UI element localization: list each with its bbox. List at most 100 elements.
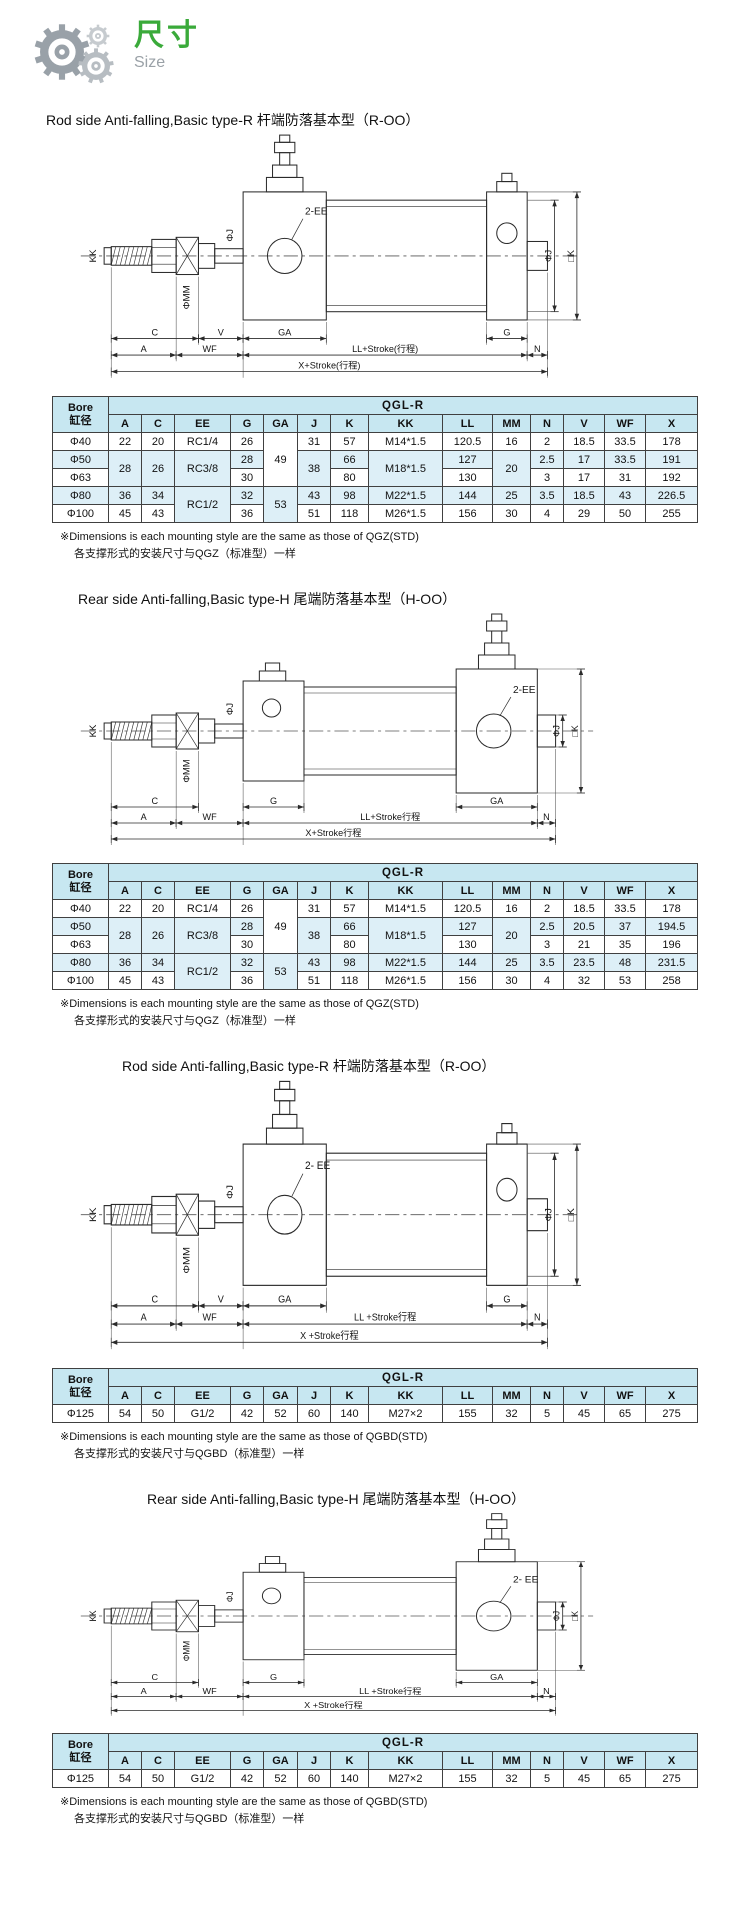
- table-cell: 18.5: [563, 486, 605, 505]
- table-cell: 26: [141, 450, 175, 487]
- table-header-cell: WF: [604, 1386, 646, 1406]
- table-cell: 32: [230, 953, 264, 973]
- table-cell: 66: [330, 450, 369, 469]
- table-cell: RC3/8: [174, 450, 231, 487]
- dim-label: X+Stroke行程: [305, 827, 361, 838]
- table-cell: M18*1.5: [368, 450, 443, 487]
- dim-label: A: [141, 812, 148, 822]
- table-cell: 196: [644, 935, 699, 955]
- table-header-cell: KK: [368, 1386, 443, 1406]
- note-line-cn: 各支撑形式的安装尺寸与QGBD（标准型）一样: [74, 1448, 305, 1461]
- note-line-en: ※Dimensions is each mounting style are t…: [60, 531, 419, 543]
- dim-label: LL +Stroke行程: [359, 1687, 422, 1696]
- table-cell: 30: [230, 935, 264, 955]
- table-cell: 16: [492, 899, 531, 919]
- table-cell: 255: [644, 504, 699, 523]
- table-cell: 60: [297, 1769, 331, 1789]
- table-cell: 144: [442, 486, 493, 505]
- table-cell: 192: [644, 468, 699, 487]
- table-cell: 52: [263, 1769, 298, 1789]
- dim-label: A: [141, 344, 148, 354]
- bore-cell: Φ63: [52, 468, 109, 487]
- table-cell: M26*1.5: [368, 971, 443, 991]
- table-cell: 275: [644, 1769, 699, 1789]
- dim-label: V: [218, 327, 225, 337]
- table-cell: 65: [604, 1404, 646, 1424]
- table-cell: 5: [530, 1769, 564, 1789]
- port-label-2ee: 2- EE: [513, 1576, 538, 1586]
- table-cell: 130: [442, 935, 493, 955]
- table-header-cell: G: [230, 1751, 264, 1771]
- table-cell: 51: [297, 504, 331, 523]
- table-cell: 120.5: [442, 899, 493, 919]
- table-header-cell: WF: [604, 1751, 646, 1771]
- note-line-en: ※Dimensions is each mounting style are t…: [60, 1796, 428, 1809]
- bore-cell: Φ125: [52, 1404, 109, 1424]
- dim-label: LL +Stroke行程: [354, 1310, 416, 1324]
- dim-label: C: [152, 796, 159, 806]
- table-header-cell: K: [330, 414, 369, 433]
- table-cell: 53: [604, 971, 646, 991]
- table-cell: 80: [330, 935, 369, 955]
- bore-cell: Φ50: [52, 917, 109, 937]
- port-label-2ee: 2- EE: [305, 1160, 330, 1173]
- table-cell: 32: [492, 1404, 531, 1424]
- table-cell: 28: [230, 917, 264, 937]
- bore-cell: Φ100: [52, 504, 109, 523]
- bore-cell: Φ100: [52, 971, 109, 991]
- rod-label-j: ΦJ: [224, 1592, 235, 1603]
- table-cell: 2: [530, 899, 564, 919]
- note-line-cn: 各支撑形式的安装尺寸与QGZ（标准型）一样: [74, 1015, 296, 1028]
- rod-thread-label-kk: KK: [87, 1611, 98, 1622]
- rod-label-j: ΦJ: [225, 1185, 235, 1199]
- section-rod-side-r-125: Rod side Anti-falling,Basic type-R 杆端防落基…: [0, 1056, 750, 1463]
- table-header-cell: G: [230, 414, 264, 433]
- table-cell: 65: [604, 1769, 646, 1789]
- collar-label-mm: ΦMM: [181, 759, 192, 782]
- dim-label: LL+Stroke行程: [360, 811, 420, 822]
- table-header-cell: KK: [368, 1751, 443, 1771]
- table-header-cell: EE: [174, 1751, 231, 1771]
- table-cell: 36: [230, 971, 264, 991]
- table-cell: 155: [442, 1404, 493, 1424]
- table-cell: 53: [263, 486, 298, 523]
- table-cell: 45: [563, 1404, 605, 1424]
- table-cell: 127: [442, 917, 493, 937]
- dim-label: GA: [278, 327, 292, 337]
- table-cell: 20: [141, 432, 175, 451]
- table-cell: 20: [141, 899, 175, 919]
- table-cell: 140: [330, 1404, 369, 1424]
- table-cell: 52: [263, 1404, 298, 1424]
- table-header-cell: J: [297, 414, 331, 433]
- dim-label: GA: [278, 1294, 292, 1306]
- table-cell: 191: [644, 450, 699, 469]
- table-cell: 98: [330, 486, 369, 505]
- table-cell: 36: [108, 486, 142, 505]
- table-cell: 156: [442, 504, 493, 523]
- table-cell: 3: [530, 468, 564, 487]
- table-cell: 118: [330, 504, 369, 523]
- table-cell: 275: [644, 1404, 699, 1424]
- table-cell: 98: [330, 953, 369, 973]
- table-cell: 32: [563, 971, 605, 991]
- table-cell: 28: [108, 917, 142, 955]
- table-cell: 43: [297, 486, 331, 505]
- note-line-cn: 各支撑形式的安装尺寸与QGBD（标准型）一样: [74, 1813, 305, 1826]
- table-header-cell: A: [108, 414, 142, 433]
- table-cell: 120.5: [442, 432, 493, 451]
- table-cell: 17: [563, 450, 605, 469]
- page-title-block: 尺寸 Size: [134, 14, 200, 72]
- table-cell: RC1/4: [174, 432, 231, 451]
- dim-label: WF: [203, 812, 218, 822]
- table-header-cell: GA: [263, 1751, 298, 1771]
- dim-label: WF: [203, 1312, 217, 1324]
